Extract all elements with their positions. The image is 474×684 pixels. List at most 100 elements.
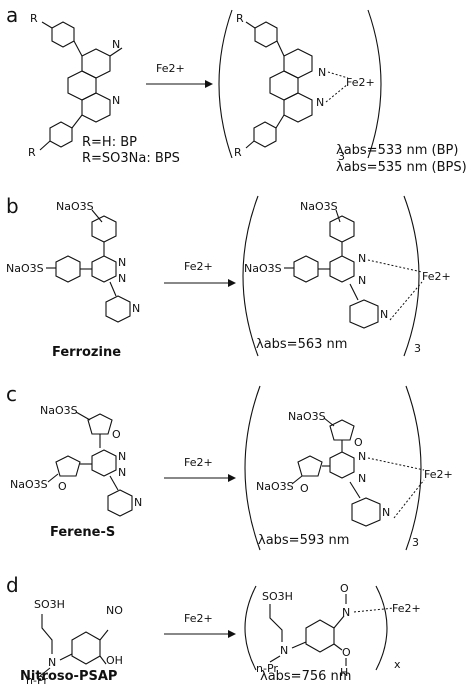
- n-atom-label: N: [112, 94, 120, 107]
- h-atom-label: H: [340, 666, 348, 679]
- o-atom-label: O: [300, 482, 309, 495]
- ferene-structure: NaO3S O NaO3S O N N N: [10, 404, 142, 517]
- metal-label: Fe2+: [422, 270, 451, 283]
- ferene-name: Ferene-S: [50, 525, 115, 540]
- n-atom-label: N: [342, 606, 350, 619]
- right-bracket: [375, 585, 388, 671]
- bp-definition: R=H: BP: [82, 135, 137, 150]
- pyridine-ring: [349, 299, 379, 329]
- panel-b-label: b: [6, 194, 19, 218]
- bp-complex-structure: R N N Fe2+ R: [234, 12, 375, 159]
- n-atom-label: N: [132, 302, 140, 315]
- lambda-bps: λabs=535 nm (BPS): [336, 160, 467, 175]
- reagent-label: Fe2+: [184, 612, 213, 625]
- n-propyl-label: n-Pr: [256, 662, 278, 675]
- n-propyl-label: n-Pr: [26, 674, 48, 684]
- benzene-ring: [305, 619, 335, 653]
- arrowhead: [228, 474, 236, 482]
- furan-ring: [297, 455, 323, 477]
- stoichiometry: 3: [338, 150, 345, 163]
- lambda-nitroso-psap: λabs=756 nm: [260, 669, 351, 684]
- right-bracket: [367, 9, 382, 159]
- panel-a: a R N N R R=H: BP R=SO3Na: BPS Fe2+: [6, 3, 467, 175]
- n-atom-label: N: [358, 274, 366, 287]
- benzene-ring: [71, 631, 101, 665]
- bps-definition: R=SO3Na: BPS: [82, 151, 180, 166]
- n-atom-label: N: [316, 96, 324, 109]
- sulfonate-label: NaO3S: [10, 478, 48, 491]
- sulfonic-acid-label: SO3H: [262, 590, 293, 603]
- ferene-complex-structure: NaO3S O NaO3S O N N Fe2+ N: [256, 410, 453, 527]
- o-atom-label: O: [354, 436, 363, 449]
- ferrozine-name: Ferrozine: [52, 345, 121, 360]
- nitroso-psap-complex-structure: SO3H N n-Pr N O Fe2+ O H: [256, 582, 421, 679]
- stoichiometry: x: [394, 658, 401, 671]
- r-group-label: R: [30, 12, 38, 25]
- r-group-label: R: [234, 146, 242, 159]
- n-atom-label: N: [380, 308, 388, 321]
- arrowhead: [228, 279, 236, 287]
- panel-b: b NaO3S NaO3S N N N Ferrozine Fe2+ NaO3S: [6, 194, 451, 360]
- sulfonate-label: NaO3S: [6, 262, 44, 275]
- stoichiometry: 3: [412, 536, 419, 549]
- pyridine-ring: [283, 92, 313, 123]
- panel-c-label: c: [6, 382, 17, 406]
- phenyl-ring: [253, 121, 277, 148]
- n-atom-label: N: [48, 656, 56, 669]
- sulfonate-label: NaO3S: [288, 410, 326, 423]
- o-atom-label: O: [58, 480, 67, 493]
- n-atom-label: N: [118, 466, 126, 479]
- nitroso-psap-name: Nitroso-PSAP: [20, 669, 117, 684]
- sulfonate-label: NaO3S: [56, 200, 94, 213]
- pyridine-ring: [81, 92, 111, 123]
- reagent-label: Fe2+: [156, 62, 185, 75]
- metal-label: Fe2+: [346, 76, 375, 89]
- pyridine-ring: [351, 497, 381, 527]
- n-atom-label: N: [112, 38, 120, 51]
- n-atom-label: N: [358, 252, 366, 265]
- n-atom-label: N: [118, 450, 126, 463]
- n-atom-label: N: [118, 256, 126, 269]
- triazine-ring: [329, 451, 355, 479]
- phenyl-ring: [293, 255, 319, 283]
- furan-ring: [329, 419, 355, 441]
- right-bracket: [405, 385, 422, 551]
- r-group-label: R: [236, 12, 244, 25]
- phenyl-ring: [49, 121, 73, 148]
- pyridine-ring: [107, 489, 133, 517]
- triazine-ring: [329, 255, 355, 283]
- o-atom-label: O: [342, 646, 351, 659]
- ferrozine-structure: NaO3S NaO3S N N N: [6, 200, 140, 323]
- sulfonate-label: NaO3S: [244, 262, 282, 275]
- ferrozine-complex-structure: NaO3S NaO3S N N Fe2+ N: [244, 200, 451, 329]
- pyridine-ring: [105, 295, 131, 323]
- left-bracket: [244, 585, 257, 671]
- triazine-ring: [91, 255, 117, 283]
- n-atom-label: N: [318, 66, 326, 79]
- sulfonate-label: NaO3S: [300, 200, 338, 213]
- sulfonate-label: NaO3S: [40, 404, 78, 417]
- reagent-label: Fe2+: [184, 456, 213, 469]
- r-group-label: R: [28, 146, 36, 159]
- right-bracket: [403, 195, 420, 357]
- triazine-ring: [91, 449, 117, 477]
- phenyl-ring: [51, 21, 75, 48]
- panel-a-label: a: [6, 3, 18, 27]
- panel-d-label: d: [6, 573, 19, 597]
- sulfonate-label: NaO3S: [256, 480, 294, 493]
- phenyl-ring: [329, 215, 355, 243]
- sulfonic-acid-label: SO3H: [34, 598, 65, 611]
- bp-structure: R N N R: [28, 12, 123, 159]
- reagent-label: Fe2+: [184, 260, 213, 273]
- n-atom-label: N: [134, 496, 142, 509]
- arrowhead: [228, 630, 236, 638]
- phenyl-ring: [91, 215, 117, 243]
- lambda-ferrozine: λabs=563 nm: [256, 337, 347, 352]
- phenyl-ring: [55, 255, 81, 283]
- arrowhead: [205, 80, 213, 88]
- furan-ring: [55, 455, 81, 477]
- hydroxyl-label: OH: [106, 654, 123, 667]
- panel-c: c NaO3S O NaO3S O N N N Ferene-S Fe2+ Na…: [6, 382, 453, 551]
- left-bracket: [244, 385, 261, 551]
